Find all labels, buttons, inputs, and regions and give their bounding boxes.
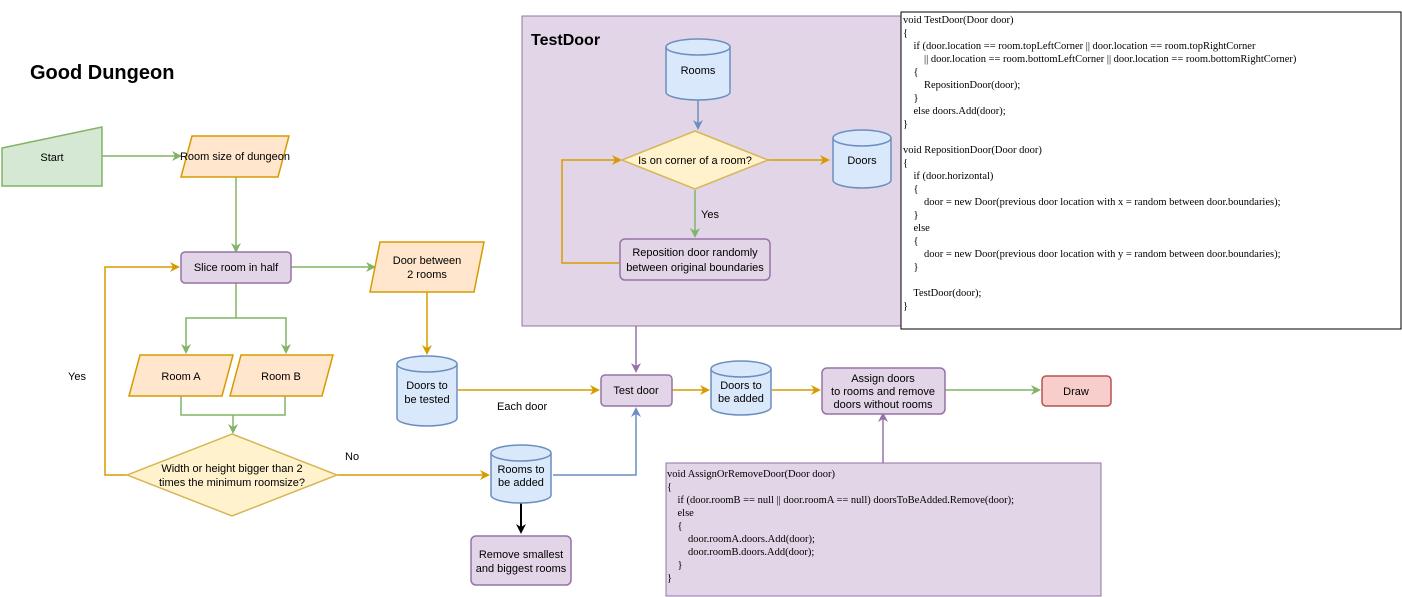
rooms-to-be-added-node[interactable] bbox=[490, 444, 552, 504]
test-door-node[interactable] bbox=[600, 374, 673, 407]
draw-label: Draw bbox=[1063, 386, 1089, 398]
room-a-node[interactable] bbox=[128, 354, 234, 397]
assign-doors-label-2: to rooms and remove bbox=[831, 386, 935, 398]
testdoor-code-box bbox=[900, 11, 1402, 330]
door-between-node[interactable] bbox=[369, 241, 485, 293]
start-node[interactable] bbox=[1, 126, 103, 187]
edge-roomsadded-testdoor bbox=[553, 407, 641, 476]
rooms-to-be-added-label-1: Rooms to bbox=[497, 464, 544, 476]
reposition-label-1: Reposition door randomly bbox=[632, 247, 758, 259]
doors-to-be-added-label-2: be added bbox=[718, 393, 764, 405]
remove-rooms-node[interactable] bbox=[470, 535, 572, 586]
edge-reposition-corner bbox=[561, 155, 622, 264]
remove-rooms-label-2: and biggest rooms bbox=[476, 563, 567, 575]
room-a-label: Room A bbox=[161, 371, 201, 383]
room-size-node[interactable] bbox=[180, 135, 290, 178]
edge-decision-yes bbox=[104, 262, 180, 476]
assign-doors-label-1: Assign doors bbox=[851, 373, 915, 385]
door-between-label-1: Door between bbox=[393, 255, 462, 267]
doors-to-be-added-node[interactable] bbox=[710, 360, 772, 416]
room-size-label: Room size of dungeon bbox=[180, 151, 290, 163]
slice-label: Slice room in half bbox=[194, 262, 279, 274]
edge-rooms-decision bbox=[180, 396, 286, 416]
doors-store-node[interactable] bbox=[832, 129, 892, 189]
assign-code: void AssignOrRemoveDoor(Door door) { if … bbox=[667, 469, 1015, 584]
test-door-label: Test door bbox=[613, 385, 659, 397]
doors-to-be-tested-label-2: be tested bbox=[404, 394, 449, 406]
size-decision-label-1: Width or height bigger than 2 bbox=[161, 463, 302, 475]
assign-doors-label-3: doors without rooms bbox=[833, 399, 933, 411]
page-title: Good Dungeon bbox=[30, 62, 174, 84]
edge-label-yes-inner: Yes bbox=[701, 209, 719, 221]
doors-to-be-tested-label-1: Doors to bbox=[406, 380, 448, 392]
edge-slice-rooma bbox=[181, 283, 237, 354]
slice-node[interactable] bbox=[180, 251, 292, 284]
doors-to-be-tested-node[interactable] bbox=[396, 355, 458, 427]
size-decision-node[interactable] bbox=[124, 433, 340, 517]
testdoor-title: TestDoor bbox=[531, 32, 600, 49]
remove-rooms-label-1: Remove smallest bbox=[479, 549, 563, 561]
size-decision-label-2: times the minimum roomsize? bbox=[159, 477, 305, 489]
edge-label-each-door: Each door bbox=[497, 401, 547, 413]
start-label: Start bbox=[40, 152, 63, 164]
doors-store-label: Doors bbox=[847, 155, 877, 167]
corner-decision-node[interactable] bbox=[619, 130, 771, 190]
draw-node[interactable] bbox=[1041, 375, 1112, 407]
corner-decision-label: Is on corner of a room? bbox=[638, 155, 752, 167]
room-b-label: Room B bbox=[261, 371, 301, 383]
edge-label-no: No bbox=[345, 451, 359, 463]
reposition-label-2: between original boundaries bbox=[626, 262, 764, 274]
edge-label-yes-left: Yes bbox=[68, 371, 86, 383]
room-b-node[interactable] bbox=[229, 354, 334, 397]
doors-to-be-added-label-1: Doors to bbox=[720, 380, 762, 392]
door-between-label-2: 2 rooms bbox=[407, 269, 447, 281]
assign-code-box bbox=[665, 462, 1102, 597]
rooms-to-be-added-label-2: be added bbox=[498, 477, 544, 489]
rooms-store-node[interactable] bbox=[665, 38, 731, 101]
rooms-store-label: Rooms bbox=[681, 65, 716, 77]
testdoor-code: void TestDoor(Door door) { if (door.loca… bbox=[903, 15, 1297, 312]
assign-doors-node[interactable] bbox=[821, 367, 946, 415]
reposition-node[interactable] bbox=[619, 238, 771, 281]
edge-slice-roomb bbox=[236, 317, 291, 354]
